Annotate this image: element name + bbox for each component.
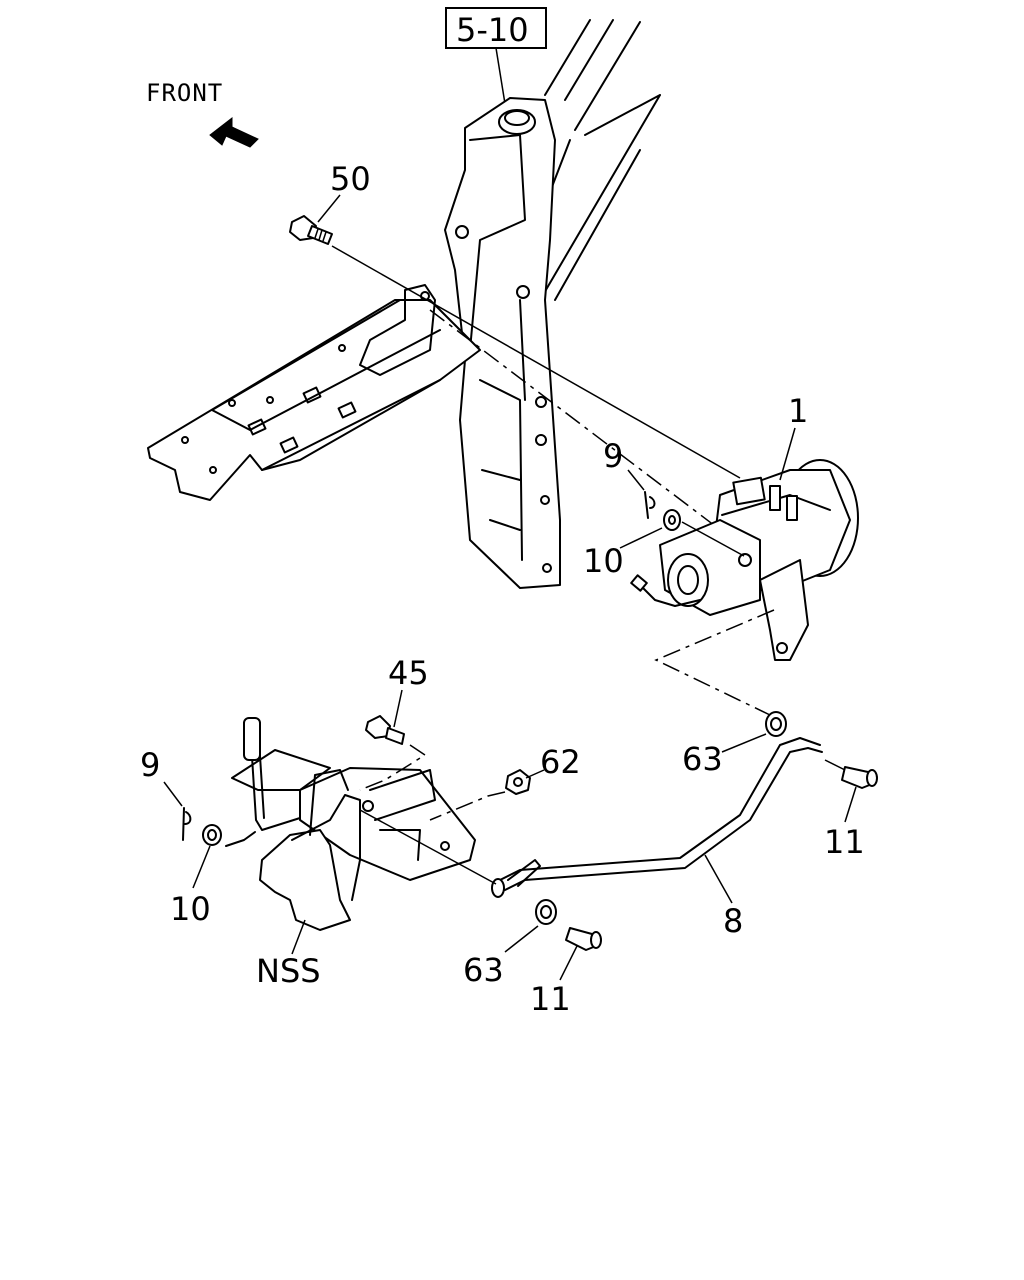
dash-leader-lower <box>654 609 775 716</box>
ref-box-label: 5-10 <box>456 11 529 49</box>
callout-9-lower: 9 <box>140 746 160 784</box>
bolt-50[interactable] <box>289 215 333 245</box>
leader-10-upper <box>619 527 663 549</box>
leader-50 <box>317 194 341 223</box>
washer-10-lower-hole <box>207 829 217 841</box>
leader-63-upper <box>721 733 767 753</box>
callout-11-upper: 11 <box>824 823 865 861</box>
callout-8: 8 <box>723 902 743 940</box>
callout-1: 1 <box>788 392 808 430</box>
dash-leader-62 <box>429 791 506 821</box>
dash-leader-upper <box>429 309 761 561</box>
callout-10-upper: 10 <box>583 542 624 580</box>
washer-10-lower[interactable] <box>202 824 222 846</box>
washer-axis-upper <box>681 521 745 557</box>
ref-box[interactable] <box>445 7 547 49</box>
pin-11-lower[interactable] <box>565 927 602 951</box>
nut-62[interactable] <box>505 769 531 795</box>
pin-11-upper[interactable] <box>841 766 878 789</box>
callout-63-upper: 63 <box>682 740 723 778</box>
callout-nss: NSS <box>256 952 321 990</box>
leader-10-lower <box>192 845 211 889</box>
leader-11-upper <box>844 786 857 823</box>
leader-1 <box>779 427 796 481</box>
leader-9-lower <box>163 781 183 807</box>
callout-10-lower: 10 <box>170 890 211 928</box>
frame-rail <box>519 19 661 301</box>
washer-10-upper[interactable] <box>663 509 681 531</box>
callout-45: 45 <box>388 654 429 692</box>
leader-11-lower <box>559 945 578 981</box>
shift-lever-assembly[interactable] <box>225 717 476 931</box>
clip-pin-9-upper[interactable] <box>644 491 656 519</box>
callout-11-lower: 11 <box>530 980 571 1018</box>
bolt-45[interactable] <box>365 715 405 745</box>
leader-8 <box>704 854 733 904</box>
lever-rod-axis <box>359 809 497 885</box>
leader-nss <box>291 919 306 955</box>
clip-pin-9-lower[interactable] <box>182 807 192 841</box>
leader-62 <box>525 769 545 779</box>
leader-63-lower <box>504 925 539 953</box>
leader-9-upper <box>627 469 645 491</box>
callout-62: 62 <box>540 743 581 781</box>
bolt-50-axis <box>331 245 741 479</box>
washer-10-upper-hole <box>668 515 676 525</box>
callout-50: 50 <box>330 160 371 198</box>
front-label: FRONT <box>146 79 223 107</box>
leader-45 <box>393 689 403 728</box>
front-arrow-icon <box>209 116 259 148</box>
callout-63-lower: 63 <box>463 951 504 989</box>
actuator-assembly[interactable] <box>630 459 859 661</box>
callout-9-upper: 9 <box>603 437 623 475</box>
pin-11-upper-axis <box>824 759 846 771</box>
bushing-63-lower[interactable] <box>535 899 557 925</box>
mounting-plate <box>147 284 481 501</box>
control-rod-8[interactable] <box>491 737 823 898</box>
ref-box-leader <box>495 47 507 111</box>
dash-leader-45 <box>359 744 427 791</box>
bushing-63-upper[interactable] <box>765 711 787 737</box>
